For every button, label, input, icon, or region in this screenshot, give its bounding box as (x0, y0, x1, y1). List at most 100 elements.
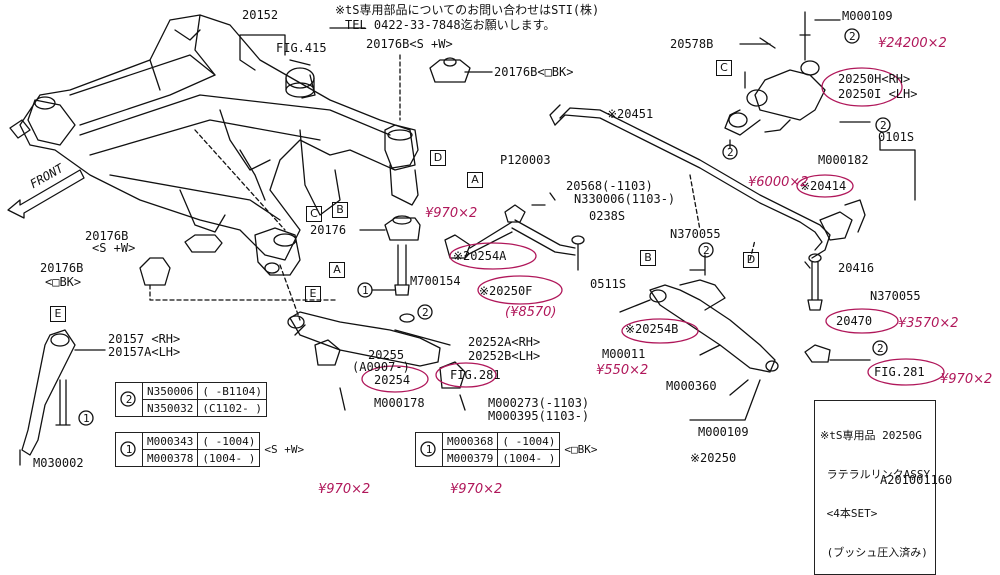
part-label-20470: 20470 (836, 314, 873, 328)
part-label-20157a: 20157A<LH> (108, 345, 181, 359)
table-bolt-1-obk: 1 M000368 ( -1004) <□BK> M000379 (1004- … (415, 432, 601, 467)
header-note-line2: TEL 0422-33-7848迄お願いします。 (345, 18, 556, 32)
handwritten-price-4: (¥8570) (505, 305, 557, 320)
part-label-m700154: M700154 (410, 274, 461, 288)
part-label-n370055-b: N370055 (870, 289, 921, 303)
part-label-m00011: M00011 (602, 347, 646, 361)
part-label-0238s: 0238S (589, 209, 626, 223)
circled-ref-2-c: 2 (880, 119, 887, 132)
table2-row1-range: (C1102- ) (197, 399, 267, 417)
part-label-fig415: FIG.415 (276, 41, 327, 55)
part-label-m000360: M000360 (666, 379, 717, 393)
ts-note-line3: <4本SET> (820, 507, 878, 520)
table1l-row0-part: M000343 (141, 432, 199, 450)
front-arrow (7, 169, 85, 219)
lower-arm-drawing (287, 311, 466, 389)
part-label-m000273: M000273(-1103) (488, 396, 590, 410)
circled-ref-2-d: 2 (703, 244, 710, 257)
figure-code: A201001160 (880, 473, 953, 487)
circled-ref-1-b: 1 (83, 412, 90, 425)
upper-arm-drawing (724, 60, 826, 136)
table1l-row1-range: (1004- ) (197, 449, 261, 467)
part-label-m000109-bot: M000109 (698, 425, 749, 439)
ref-box-c-top: C (716, 60, 732, 76)
circled-ref-1-a: 1 (362, 284, 369, 297)
ts-note-box: ※tS専用品 20250G ラテラルリンクASSY <4本SET> (ブッシュ圧… (814, 400, 937, 575)
part-label-20254: 20254 (374, 373, 411, 387)
part-label-a0907: (A0907-) (352, 360, 410, 374)
handwritten-price-9: ¥970×2 (450, 482, 503, 497)
part-label-20176b-left-1: 20176B (85, 229, 129, 243)
circled-ref-2-f: 2 (877, 342, 884, 355)
part-label-m000395: M000395(1103-) (488, 409, 590, 423)
part-label-20250i: 20250I <LH> (838, 87, 918, 101)
circled-ref-2-e: 2 (422, 306, 429, 319)
part-label-20578b: 20578B (670, 37, 714, 51)
part-label-20451: ※20451 (607, 107, 654, 121)
ref-box-e-sub: E (305, 286, 321, 302)
header-note-line1: ※tS専用部品についてのお問い合わせはSTI(株) (335, 3, 600, 17)
table1l-row0-range: ( -1004) (197, 432, 261, 450)
part-label-20254b: ※20254B (625, 322, 679, 336)
part-label-0511s: 0511S (590, 277, 627, 291)
part-label-20252a: 20252A<RH> (468, 335, 541, 349)
table-washer-2: 2 N350006 ( -B1104) N350032 (C1102- ) (115, 382, 267, 417)
handwritten-price-5: ¥3570×2 (898, 316, 959, 331)
ref-box-d-top: D (430, 150, 446, 166)
part-label-20157: 20157 <RH> (108, 332, 181, 346)
part-label-0101s: 0101S (878, 130, 915, 144)
table1r-row1-part: M000379 (441, 449, 499, 467)
table-bolt-1-sw: 1 M000343 ( -1004) <S +W> M000378 (1004-… (115, 432, 308, 467)
part-label-20254a: ※20254A (453, 249, 507, 263)
table1l-row1-part: M000378 (141, 449, 199, 467)
part-label-20250: ※20250 (690, 451, 737, 465)
part-label-20414: ※20414 (800, 179, 847, 193)
ref-box-a-top: A (467, 172, 483, 188)
ts-note-line2: ラテラルリンクASSY (820, 468, 931, 481)
table1l-variant: <S +W> (264, 443, 305, 456)
part-label-20176b-sw-top: 20176B<S +W> (366, 37, 453, 51)
part-label-20255: 20255 (368, 348, 405, 362)
handwritten-price-3: ¥970×2 (425, 206, 478, 221)
part-label-m000178: M000178 (374, 396, 425, 410)
part-label-20176b-obk-top: 20176B<□BK> (494, 65, 574, 79)
part-label-20252b: 20252B<LH> (468, 349, 541, 363)
part-label-m030002: M030002 (33, 456, 84, 470)
part-label-fig281-b: FIG.281 (874, 365, 925, 379)
part-label-20176b-left-4: <□BK> (45, 275, 82, 289)
part-label-m000182: M000182 (818, 153, 869, 167)
ref-box-e-top: E (50, 306, 66, 322)
part-label-20176b-left-2: <S +W> (92, 241, 136, 255)
part-label-m000109-top: M000109 (842, 9, 893, 23)
table1r-row1-range: (1004- ) (497, 449, 561, 467)
lower-arm-b-drawing (649, 279, 779, 373)
table1r-row0-part: M000368 (441, 432, 499, 450)
part-label-fig281-a: FIG.281 (450, 368, 501, 382)
ref-box-c-sub: C (306, 206, 322, 222)
table2-marker: 2 (115, 382, 143, 417)
ts-note-line1: ※tS専用品 20250G (820, 429, 922, 442)
ref-box-d-bot: D (743, 252, 759, 268)
ref-box-a-mid: A (329, 262, 345, 278)
part-label-20250f: ※20250F (479, 284, 533, 298)
table1l-marker: 1 (115, 432, 143, 467)
handwritten-price-8: ¥970×2 (318, 482, 371, 497)
part-label-20152: 20152 (242, 8, 279, 22)
trailing-link-drawing (21, 329, 76, 456)
part-label-20250h: 20250H<RH> (838, 72, 911, 86)
table1r-marker: 1 (415, 432, 443, 467)
part-label-20568: 20568(-1103) (566, 179, 653, 193)
part-label-n330006: N330006(1103-) (574, 192, 676, 206)
handwritten-price-7: ¥970×2 (940, 372, 993, 387)
table2-row1-part: N350032 (141, 399, 199, 417)
part-label-p120003: P120003 (500, 153, 551, 167)
table2-row0-part: N350006 (141, 382, 199, 400)
circled-ref-2-b: 2 (727, 146, 734, 159)
handwritten-price-1: ¥24200×2 (878, 36, 947, 51)
part-label-n370055-a: N370055 (670, 227, 721, 241)
handwritten-price-6: ¥550×2 (596, 363, 649, 378)
part-label-20176b-left-3: 20176B (40, 261, 84, 275)
ref-box-b-mid: B (640, 250, 656, 266)
subframe-drawing (9, 14, 419, 276)
part-label-20176: 20176 (310, 223, 347, 237)
